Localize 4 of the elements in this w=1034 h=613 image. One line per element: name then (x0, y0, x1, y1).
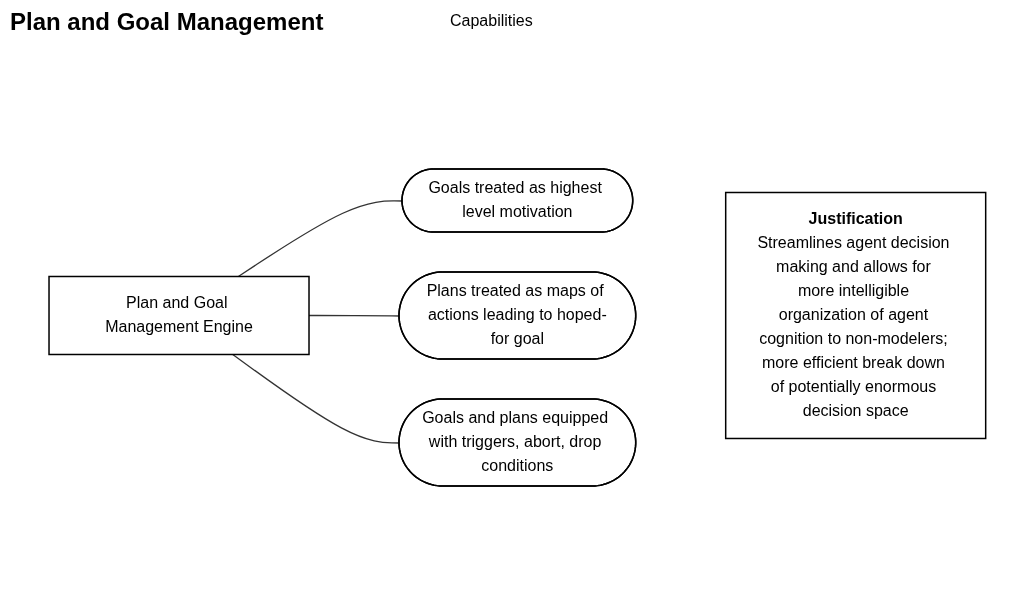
column-heading: Capabilities (450, 12, 533, 30)
node-box: Plan and Goal Management Engine (47, 275, 310, 356)
node-box: Justification Streamlines agent decision making and allows for more intelligible organization of agent cognition to non-modelers; more efficient break down of potentially enormous decision space (724, 191, 987, 440)
diagram-title: Plan and Goal Management (10, 8, 324, 36)
